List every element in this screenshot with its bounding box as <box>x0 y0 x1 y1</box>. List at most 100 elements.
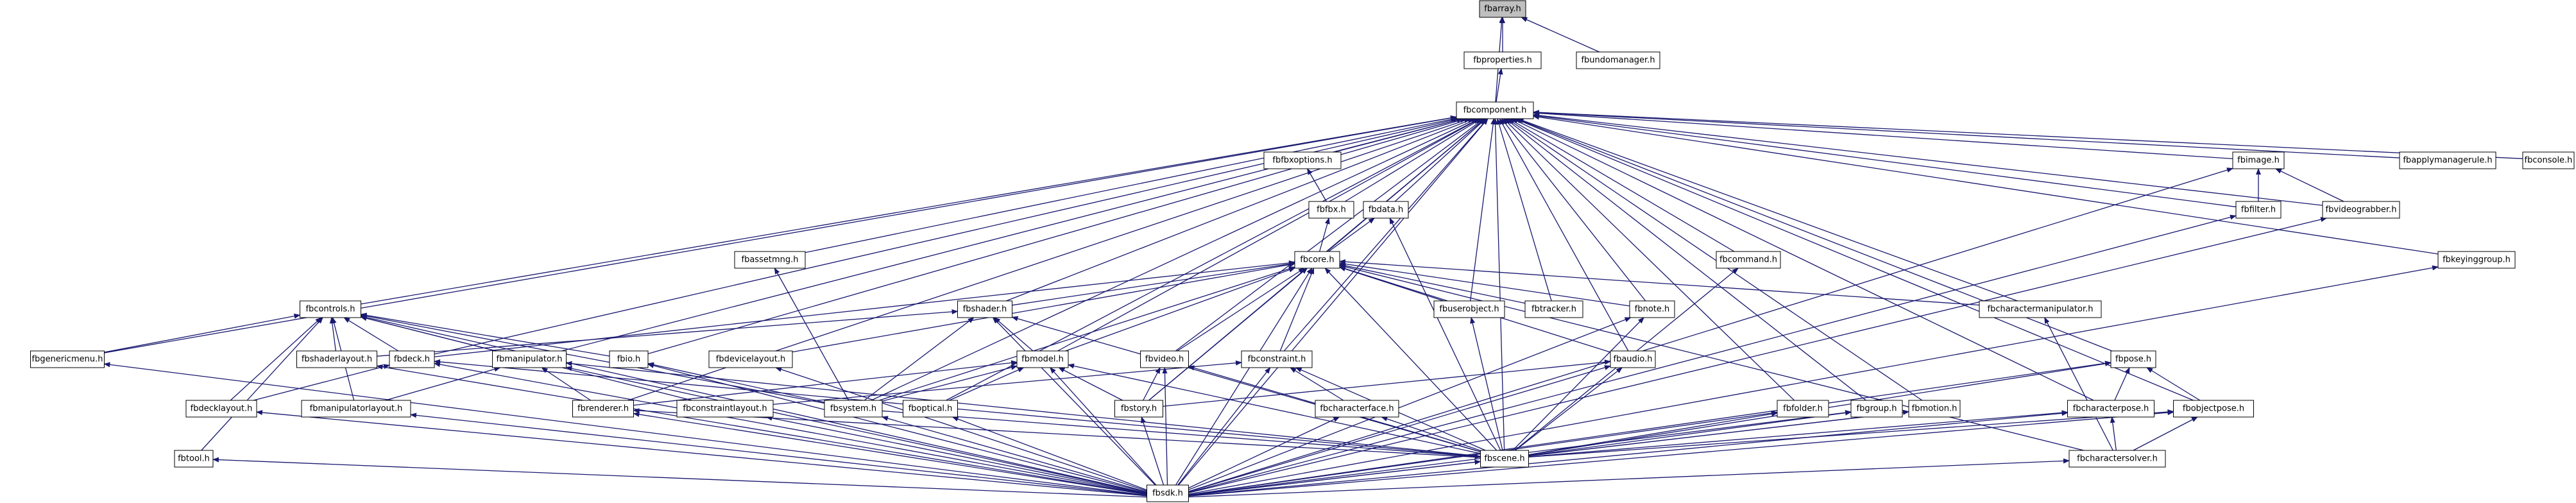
edge-fbsdk-to-fbcore <box>1172 268 1313 490</box>
node-fbdata[interactable]: fbdata.h <box>1363 201 1409 219</box>
node-label: fbcomponent.h <box>1463 106 1527 115</box>
node-fbconstraintlayout[interactable]: fbconstraintlayout.h <box>676 400 774 418</box>
edge-fbscene-to-fbshader <box>1011 316 1481 452</box>
node-fbcharactermanipulator[interactable]: fbcharactermanipulator.h <box>1979 300 2102 318</box>
node-fbproperties[interactable]: fbproperties.h <box>1463 51 1542 69</box>
node-fbundomanager[interactable]: fbundomanager.h <box>1576 51 1660 69</box>
edge-fbmotion-to-fbcomponent <box>1506 118 1923 401</box>
node-fbcontrols[interactable]: fbcontrols.h <box>300 300 361 318</box>
node-fbobjectpose[interactable]: fbobjectpose.h <box>2173 400 2254 418</box>
edge-fbshaderlayout-to-fbshader <box>377 309 959 357</box>
node-fbcharacterpose[interactable]: fbcharacterpose.h <box>2067 400 2154 418</box>
node-fbcharactersolver[interactable]: fbcharactersolver.h <box>2068 450 2166 468</box>
node-fbrenderer[interactable]: fbrenderer.h <box>572 400 634 418</box>
node-fbuserobject[interactable]: fbuserobject.h <box>1433 300 1505 318</box>
node-fbfbxoptions[interactable]: fbfbxoptions.h <box>1263 151 1342 169</box>
node-box <box>708 350 793 368</box>
node-box <box>1016 350 1069 368</box>
node-fbimage[interactable]: fbimage.h <box>2232 151 2285 169</box>
edge-fbcharactersolver-to-fbcharactermanipulator <box>2044 317 2113 451</box>
edge-fbscene-to-fbnote <box>1512 317 1644 451</box>
edge-fbscene-to-fbdata <box>1389 217 1501 451</box>
node-fbcommand[interactable]: fbcommand.h <box>1716 251 1781 269</box>
node-box <box>1777 400 1829 418</box>
edge-fbstory-to-fbaudio <box>1163 359 1611 407</box>
edge-fbsdk-to-fbpose <box>1188 361 2111 495</box>
edge-fbsdk-to-fbimage <box>1188 167 2233 492</box>
edge-fbsdk-to-fbshaderlayout <box>376 364 1147 495</box>
node-label: fbcharacterface.h <box>1320 404 1394 414</box>
node-fbcomponent[interactable]: fbcomponent.h <box>1456 101 1534 119</box>
node-fbstory[interactable]: fbstory.h <box>1114 400 1163 418</box>
node-fbmanipulator[interactable]: fbmanipulator.h <box>492 350 567 368</box>
node-box <box>1850 400 1903 418</box>
node-box <box>2437 251 2516 269</box>
node-box <box>1294 251 1340 269</box>
edge-fbsdk-to-fbmodel <box>1050 367 1161 490</box>
node-box <box>1433 300 1505 318</box>
node-fbvideo[interactable]: fbvideo.h <box>1140 350 1189 368</box>
node-fbdeck[interactable]: fbdeck.h <box>389 350 435 368</box>
node-fbdevicelayout[interactable]: fbdevicelayout.h <box>708 350 793 368</box>
edge-fbuserobject-to-fbcomponent <box>1470 118 1496 302</box>
node-fbtracker[interactable]: fbtracker.h <box>1524 300 1583 318</box>
node-fbmodel[interactable]: fbmodel.h <box>1016 350 1069 368</box>
node-label: fbshaderlayout.h <box>302 355 372 364</box>
node-fbarray[interactable]: fbarray.h <box>1479 0 1526 18</box>
edge-fbsdk-to-fbnote <box>1188 317 1632 490</box>
edge-fbmanipulatorlayout-to-fbmanipulator <box>385 366 501 401</box>
node-fbfbx[interactable]: fbfbx.h <box>1308 201 1354 219</box>
edge-fbdecklayout-to-fbdeck <box>253 364 390 401</box>
node-label: fbstory.h <box>1121 404 1157 414</box>
node-fbfolder[interactable]: fbfolder.h <box>1777 400 1829 418</box>
node-fbvideograbber[interactable]: fbvideograbber.h <box>2322 201 2400 219</box>
node-fbnote[interactable]: fbnote.h <box>1629 300 1675 318</box>
node-fbconsole[interactable]: fbconsole.h <box>2522 151 2575 169</box>
node-fbmanipulatorlayout[interactable]: fbmanipulatorlayout.h <box>301 400 411 418</box>
edge-fbapplymanagerule-to-fbcomponent <box>1533 110 2400 158</box>
node-fbgroup[interactable]: fbgroup.h <box>1850 400 1903 418</box>
edge-fbtracker-to-fbcore <box>1339 263 1526 304</box>
node-box <box>2522 151 2575 169</box>
edge-fbsdk-to-fbdecklayout <box>256 410 1147 497</box>
node-label: fbdeck.h <box>394 355 430 364</box>
node-fbsystem[interactable]: fbsystem.h <box>824 400 883 418</box>
node-fbgenericmenu[interactable]: fbgenericmenu.h <box>30 350 105 368</box>
node-fbassetmng[interactable]: fbassetmng.h <box>734 251 806 269</box>
edge-fbcore-to-fbfbx <box>1319 217 1330 252</box>
node-box <box>296 350 377 368</box>
node-label: fbvideograbber.h <box>2326 205 2397 215</box>
node-box <box>2067 400 2154 418</box>
edge-fbcore-to-fbdata <box>1328 217 1375 252</box>
node-label: fbassetmng.h <box>742 255 799 265</box>
node-fbsdk[interactable]: fbsdk.h <box>1147 484 1189 502</box>
edge-fbsystem-to-fbmodel <box>882 364 1018 402</box>
node-fbpose[interactable]: fbpose.h <box>2110 350 2156 368</box>
edge-fbkeyinggroup-to-fbcomponent <box>1533 114 2439 255</box>
edge-fbcharactersolver-to-fbobjectpose <box>2133 416 2198 451</box>
node-fbconstraint[interactable]: fbconstraint.h <box>1241 350 1313 368</box>
edge-fbshader-to-fbcore <box>1012 261 1295 306</box>
node-box <box>1908 400 1961 418</box>
edge-fbassetmng-to-fbcomponent <box>805 117 1457 253</box>
node-fbkeyinggroup[interactable]: fbkeyinggroup.h <box>2437 251 2516 269</box>
node-fboptical[interactable]: fboptical.h <box>903 400 958 418</box>
node-fbmotion[interactable]: fbmotion.h <box>1908 400 1961 418</box>
edge-fbsystem-to-fbcomponent <box>871 118 1478 401</box>
node-fbscene[interactable]: fbscene.h <box>1480 450 1529 468</box>
edge-fbnote-to-fbcore <box>1339 261 1630 307</box>
node-box <box>174 450 214 468</box>
node-fbcharacterface[interactable]: fbcharacterface.h <box>1315 400 1399 418</box>
node-fbaudio[interactable]: fbaudio.h <box>1610 350 1656 368</box>
node-fbtool[interactable]: fbtool.h <box>174 450 214 468</box>
edge-fbcommand-to-fbcomponent <box>1508 118 1735 252</box>
node-fbio[interactable]: fbio.h <box>609 350 649 368</box>
node-fbapplymanagerule[interactable]: fbapplymanagerule.h <box>2399 151 2496 169</box>
node-fbshaderlayout[interactable]: fbshaderlayout.h <box>296 350 377 368</box>
edge-fbsystem-to-fbio <box>647 362 825 403</box>
node-fbdecklayout[interactable]: fbdecklayout.h <box>185 400 257 418</box>
node-fbcore[interactable]: fbcore.h <box>1294 251 1340 269</box>
edge-fbstory-to-fbcore <box>1148 268 1308 401</box>
node-fbfilter[interactable]: fbfilter.h <box>2235 201 2282 219</box>
node-fbshader[interactable]: fbshader.h <box>957 300 1012 318</box>
